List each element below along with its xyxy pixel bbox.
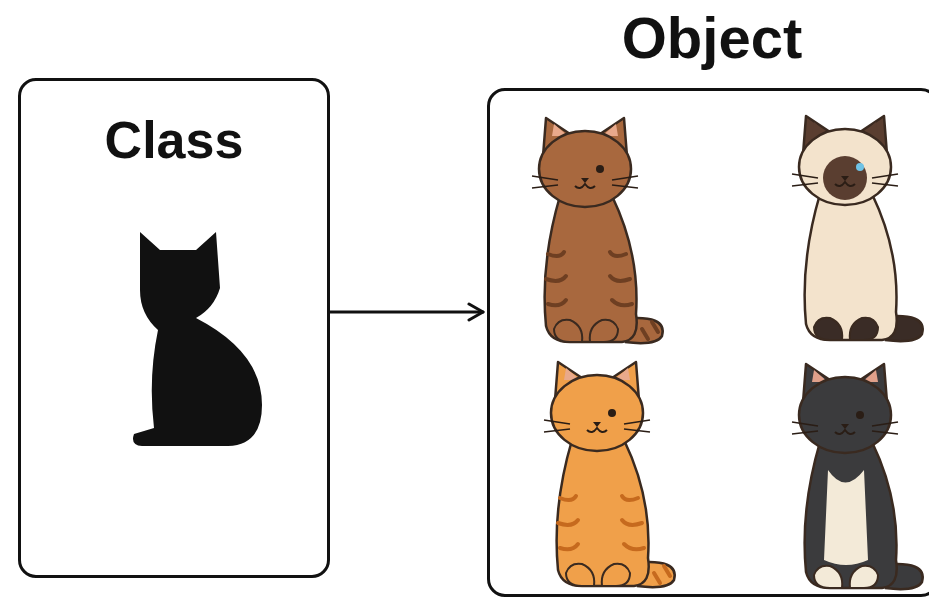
class-box: Class bbox=[18, 78, 330, 578]
brown-tabby-cat bbox=[532, 118, 663, 343]
box-heading: Class bbox=[105, 112, 244, 169]
orange-tabby-cat bbox=[544, 362, 675, 587]
object-box: Object bbox=[487, 0, 929, 597]
siamese-cat bbox=[792, 116, 923, 341]
tuxedo-cat bbox=[792, 364, 923, 589]
instantiation-arrow bbox=[330, 311, 483, 314]
box-heading: Object bbox=[622, 6, 803, 70]
box-outline bbox=[487, 88, 929, 597]
cat-silhouette bbox=[133, 232, 262, 446]
